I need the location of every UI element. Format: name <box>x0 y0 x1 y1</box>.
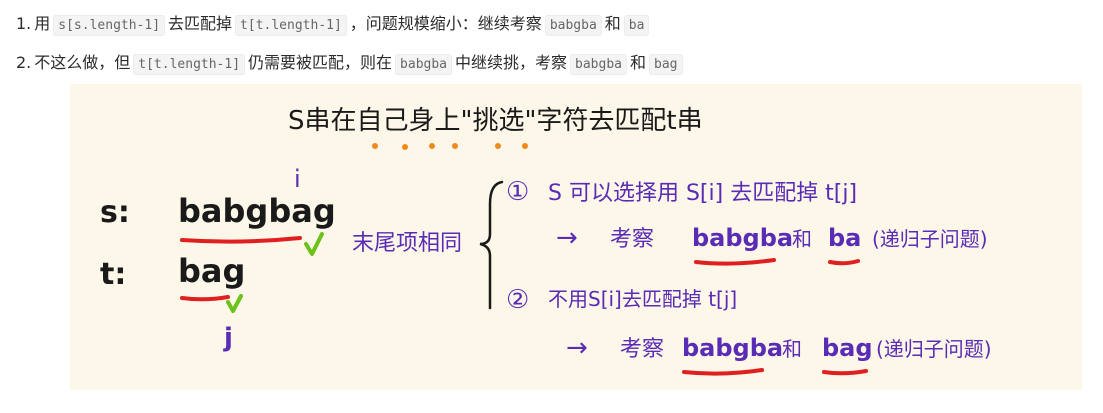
t-string: bag <box>178 252 245 290</box>
consider-label: 考察 <box>610 227 654 252</box>
consider-label: 考察 <box>620 337 664 362</box>
text: 用 <box>34 14 51 33</box>
subproblem-note: (递归子问题) <box>872 227 988 251</box>
figure-title: S串在自己身上"挑选"字符去匹配t串 <box>288 106 703 136</box>
text: 不这么做，但 <box>34 53 131 72</box>
option-2-t-string: bag <box>822 334 873 362</box>
figure-canvas: S串在自己身上"挑选"字符去匹配t串 s: i babgbag t: bag j… <box>100 106 992 376</box>
option-1-s-string: babgba <box>692 224 793 252</box>
option-2-s-string: babgba <box>682 334 783 362</box>
option-1-t-string: ba <box>828 224 861 252</box>
option-1-t-underline <box>828 259 860 266</box>
text: 和 <box>630 53 647 72</box>
inline-code: bag <box>649 54 683 75</box>
option-1-text: S 可以选择用 S[i] 去匹配掉 t[j] <box>548 181 857 206</box>
check-icon <box>226 294 243 313</box>
arrow-icon: → <box>566 333 588 363</box>
inline-code: ba <box>623 15 650 36</box>
option-1-s-underline <box>694 258 776 266</box>
list-number: 1. <box>16 14 32 33</box>
inline-code: s[s.length-1] <box>53 15 166 36</box>
s-string: babgbag <box>178 192 336 230</box>
j-mark: j <box>223 323 233 353</box>
inline-code: babgba <box>544 15 602 36</box>
inline-code: babgba <box>395 54 453 75</box>
and-label: 和 <box>792 227 812 251</box>
same-tail-note: 末尾项相同 <box>352 231 462 256</box>
list-number: 2. <box>16 53 32 72</box>
text: 中继续挑，考察 <box>455 53 568 72</box>
option-2-number: ② <box>506 285 529 315</box>
and-label: 和 <box>782 337 802 361</box>
option-2-t-underline <box>822 369 868 376</box>
text: ，问题规模缩小：继续考察 <box>349 14 542 33</box>
inline-code: t[t.length-1] <box>235 15 347 36</box>
s-underline <box>180 236 302 244</box>
subproblem-note: (递归子问题) <box>876 337 992 361</box>
check-icon <box>304 232 324 256</box>
s-label: s: <box>100 195 130 230</box>
i-mark: i <box>294 165 301 193</box>
text: 去匹配掉 <box>168 14 233 33</box>
option-2-s-underline <box>682 368 764 376</box>
brace <box>479 180 504 310</box>
arrow-icon: → <box>556 223 578 253</box>
handwritten-figure: S串在自己身上"挑选"字符去匹配t串 s: i babgbag t: bag j… <box>70 84 1082 390</box>
orange-dots <box>372 143 528 150</box>
text: 和 <box>604 14 621 33</box>
t-underline <box>180 295 230 302</box>
text: 仍需要被匹配，则在 <box>248 53 393 72</box>
option-1-number: ① <box>506 177 529 207</box>
option-2-text: 不用S[i]去匹配掉 t[j] <box>548 287 737 311</box>
inline-code: babgba <box>570 54 627 75</box>
inline-code: t[t.length-1] <box>133 54 246 75</box>
t-label: t: <box>100 257 126 292</box>
